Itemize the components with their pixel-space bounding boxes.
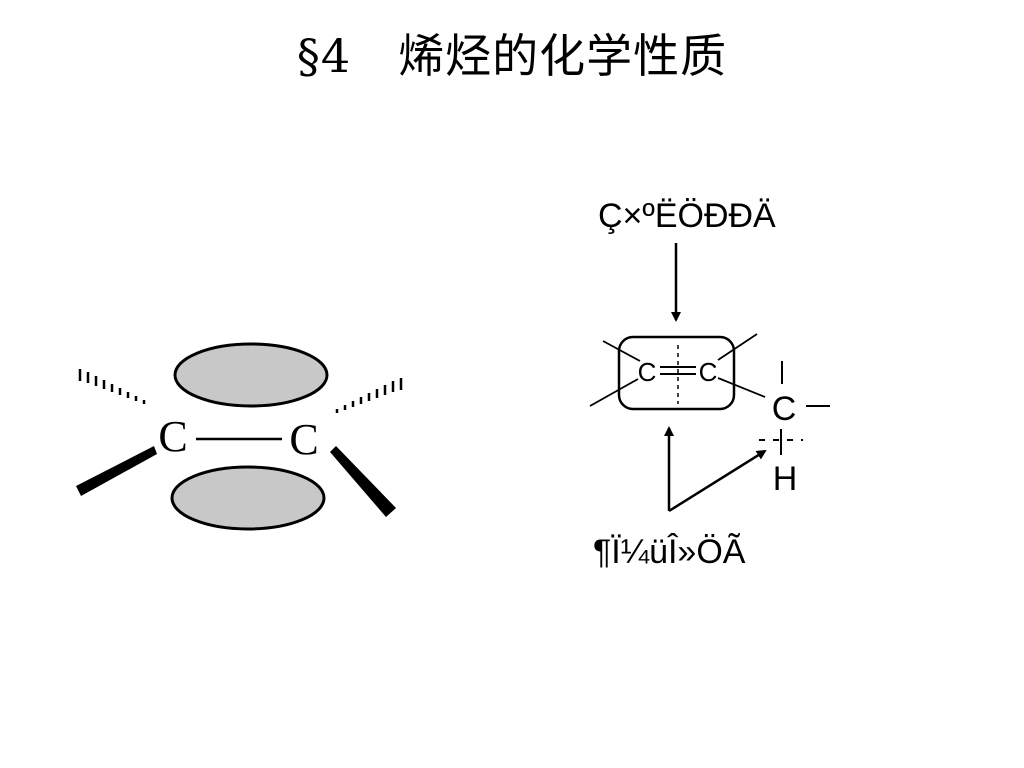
page-title: §4 烯烃的化学性质 bbox=[296, 29, 728, 83]
pi-orbital-upper-lobe bbox=[173, 342, 329, 408]
wedge-bond-left bbox=[76, 446, 157, 496]
carbon-atom-left: C bbox=[158, 412, 187, 461]
wedge-bond-right bbox=[330, 446, 396, 517]
arrow-to-alpha-hydrogen bbox=[668, 449, 767, 513]
hashed-bond-left bbox=[78, 369, 146, 404]
top-label: Ç×ºËÖÐÐÄ bbox=[598, 197, 776, 235]
double-bond-carbon-right: C bbox=[699, 357, 718, 387]
bottom-label: ¶Ï¼üÎ»ÖÃ bbox=[593, 533, 746, 571]
hashed-bond-right bbox=[335, 378, 403, 413]
alpha-carbon: C bbox=[772, 390, 797, 428]
double-bond-carbon-left: C bbox=[638, 357, 657, 387]
carbon-atom-right: C bbox=[289, 415, 318, 464]
alpha-hydrogen: H bbox=[773, 460, 798, 498]
reactivity-sites-diagram: Ç×ºËÖÐÐÄ C C C H bbox=[589, 197, 830, 571]
ethylene-pi-bond-diagram: C C bbox=[76, 342, 403, 531]
double-bond-box bbox=[617, 335, 736, 411]
substituent-bonds bbox=[589, 333, 766, 407]
pi-orbital-lower-lobe bbox=[170, 465, 326, 531]
